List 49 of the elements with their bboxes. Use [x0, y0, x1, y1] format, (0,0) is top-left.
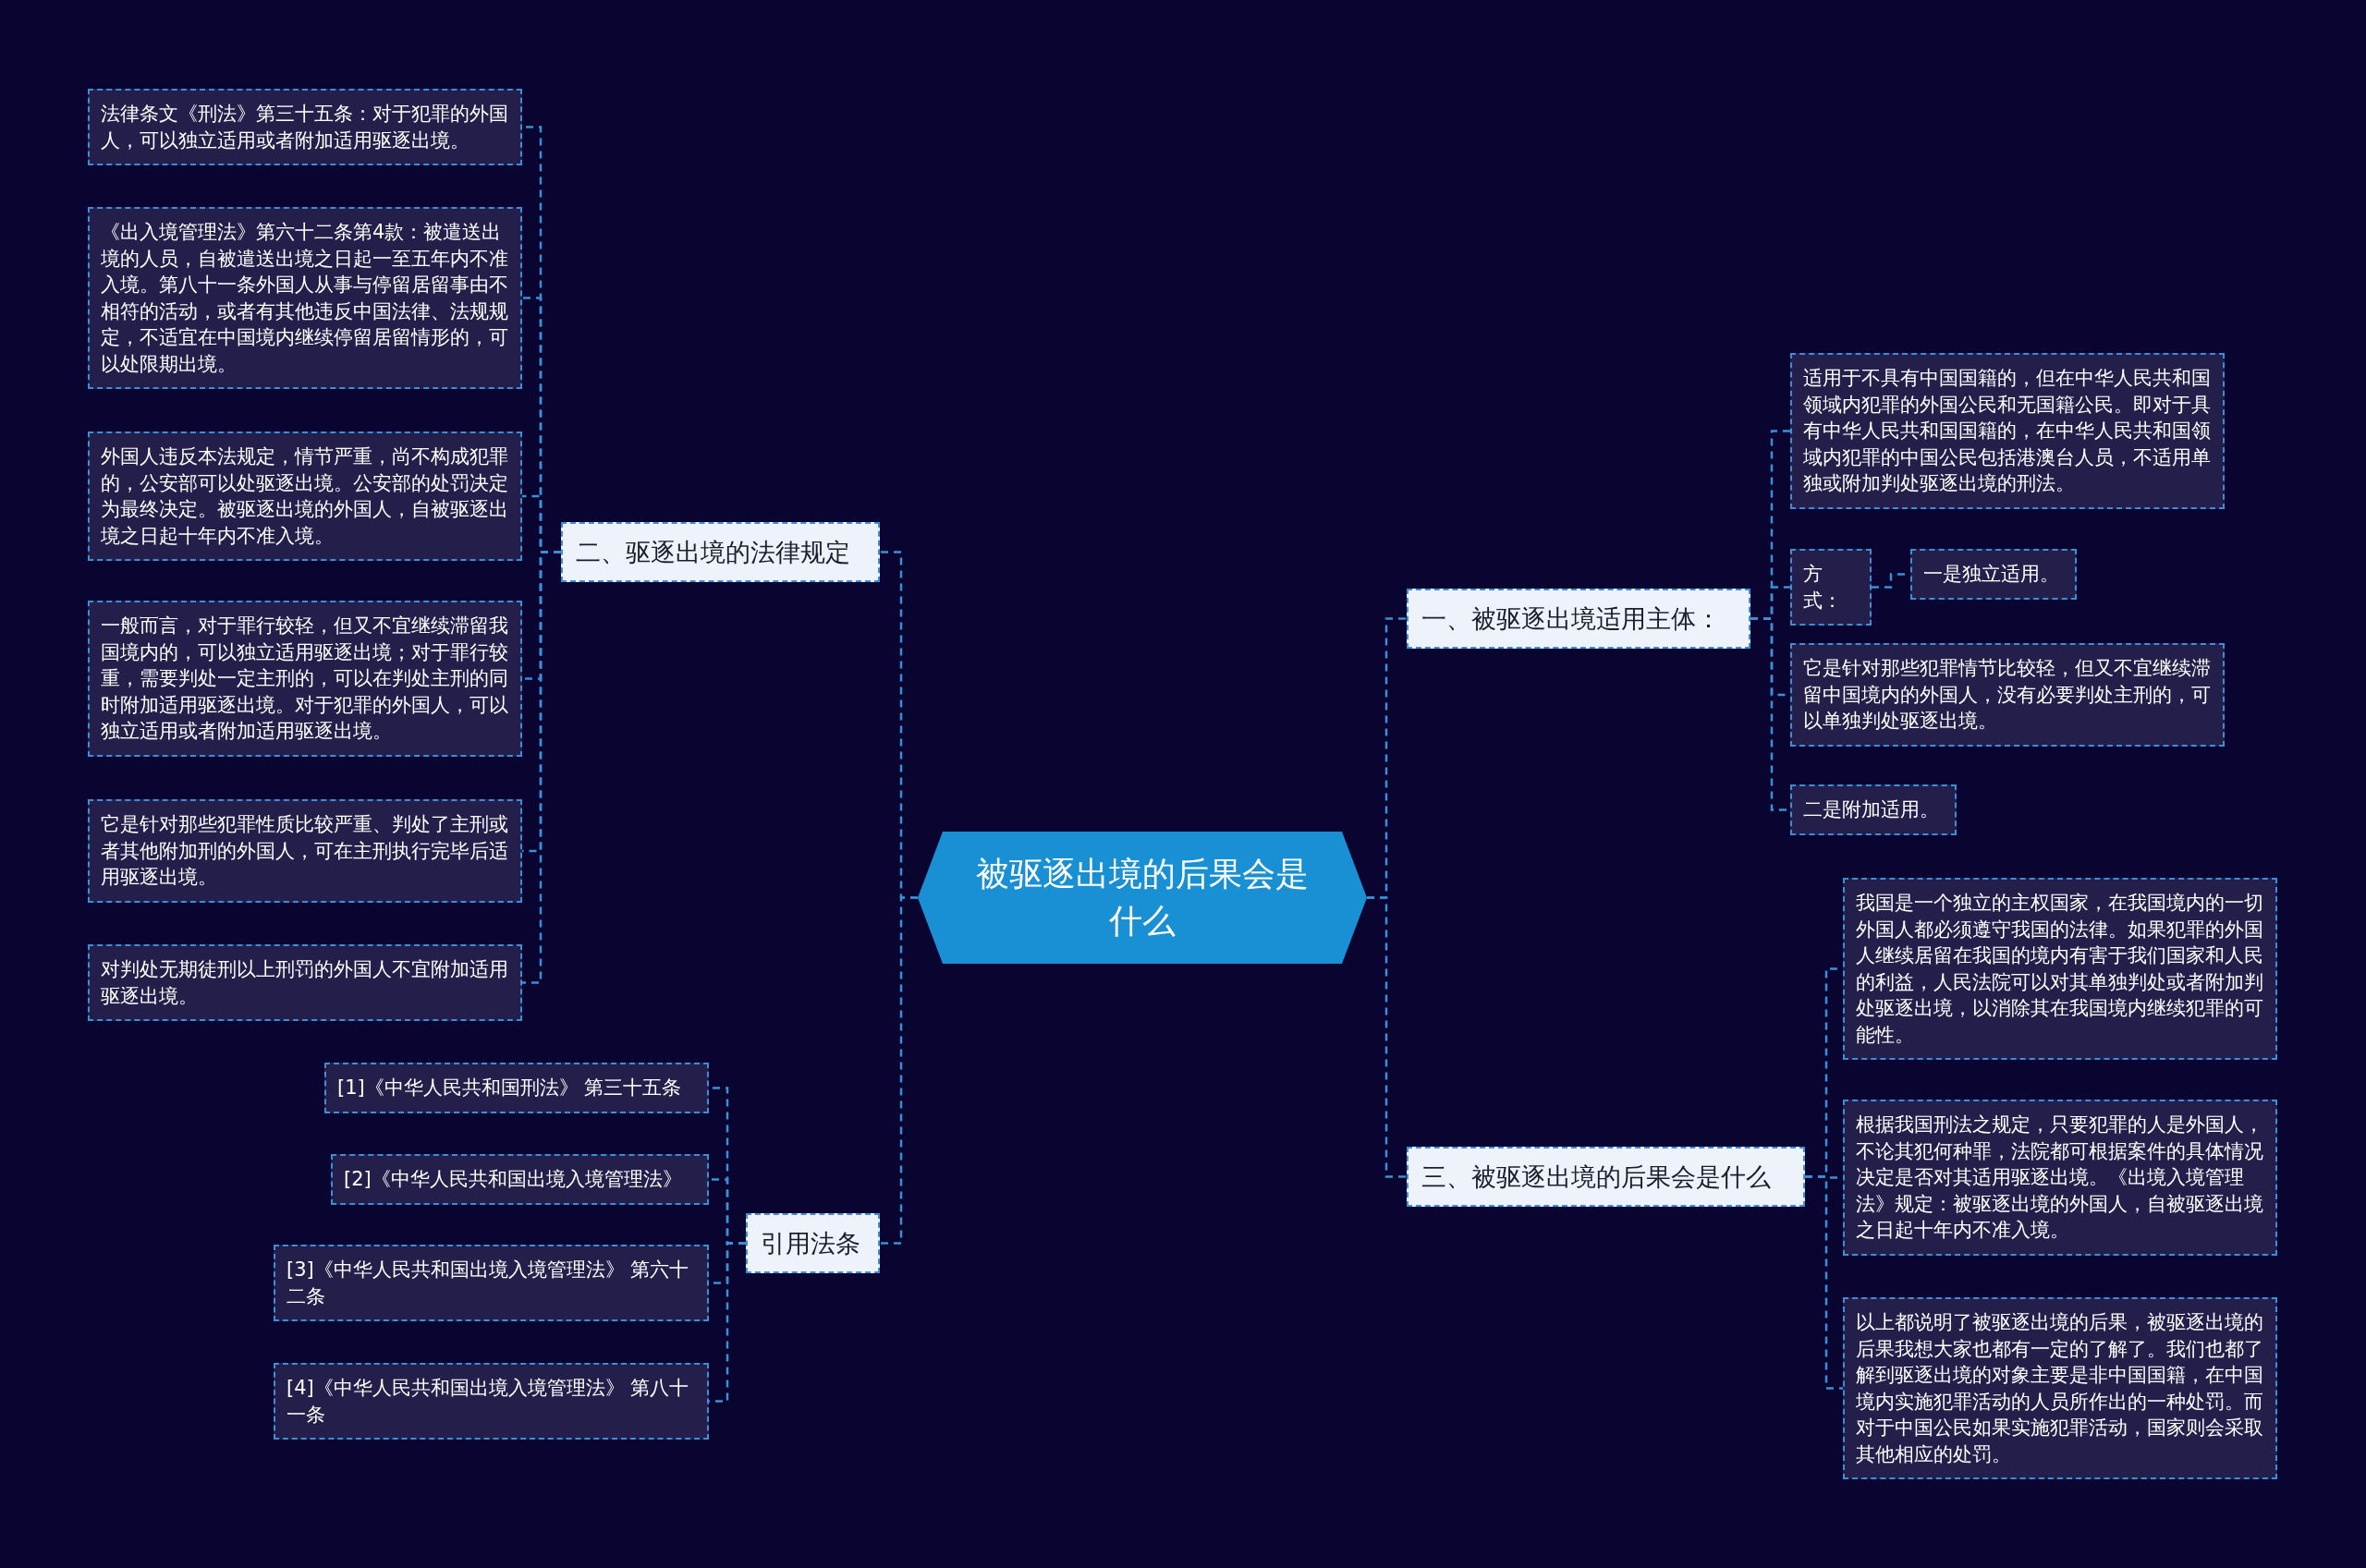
- note-text: [2]《中华人民共和国出境入境管理法》: [344, 1167, 683, 1192]
- note-box: [274, 1245, 709, 1322]
- note-text: 二是附加适用。: [1803, 797, 1940, 822]
- branch-topic-text: 一、被驱逐出境适用主体：: [1421, 603, 1722, 635]
- connector-line: [1805, 1175, 1843, 1390]
- branch-topic-box: [746, 1213, 880, 1274]
- branch-topic-text: 二、驱逐出境的法律规定: [576, 537, 851, 568]
- note-box: [1790, 353, 2225, 509]
- note-text: 它是针对那些犯罪情节比较轻，但又不宜继续滞留中国境内的外国人，没有必要判处主刑的，可以单独判处驱逐出境。: [1803, 656, 2212, 735]
- connector-line: [1367, 896, 1407, 1178]
- note-box: [88, 944, 522, 1022]
- note-box: [1790, 643, 2225, 747]
- note-text: 一般而言，对于罪行较轻，但又不宜继续滞留我国境内的，可以独立适用驱逐出境；对于罪行较重，需要判处一定主刑的，可以在判处主刑的同时附加适用驱逐出境。对于犯罪的外国人，可以独立适用或者附加适用驱逐出境。: [101, 614, 509, 745]
- note-text: [4]《中华人民共和国出境入境管理法》 第八十一条: [287, 1376, 690, 1428]
- note-box: [88, 89, 522, 166]
- note-box: [1790, 784, 1957, 835]
- central-topic-text: 被驱逐出境的后果会是什么: [975, 854, 1310, 942]
- note-text: 对判处无期徒刑以上刑罚的外国人不宜附加适用驱逐出境。: [101, 957, 509, 1009]
- central-topic: [918, 832, 1367, 964]
- note-box: [1843, 1297, 2277, 1480]
- note-box: [88, 799, 522, 903]
- note-text: 以上都说明了被驱逐出境的后果，被驱逐出境的后果我想大家也都有一定的了解了。我们也都了解到驱逐出境的对象主要是非中国国籍，在中国境内实施犯罪活动的人员所作出的一种处罚。而对于中国公民如果实施犯罪活动，国家则会采取其他相应的处罚。: [1856, 1310, 2264, 1467]
- branch-topic-text: 引用法条: [761, 1228, 861, 1259]
- note-box: [1910, 549, 2077, 600]
- note-text: 外国人违反本法规定，情节严重，尚不构成犯罪的，公安部可以处驱逐出境。公安部的处罚决定为最终决定。被驱逐出境的外国人，自被驱逐出境之日起十年内不准入境。: [101, 444, 509, 549]
- note-text: 方式：: [1803, 562, 1843, 614]
- note-box: [274, 1363, 709, 1440]
- note-box: [1843, 1100, 2277, 1256]
- connector-line: [880, 896, 918, 1245]
- note-text: 根据我国刑法之规定，只要犯罪的人是外国人，不论其犯何种罪，法院都可根据案件的具体情况决定是否对其适用驱逐出境。《出境入境管理法》规定：被驱逐出境的外国人，自被驱逐出境之日起十年内不准入境。: [1856, 1112, 2264, 1244]
- note-box: [1843, 878, 2277, 1061]
- note-text: 法律条文《刑法》第三十五条：对于犯罪的外国人，可以独立适用或者附加适用驱逐出境。: [101, 102, 509, 153]
- note-box: [331, 1154, 709, 1205]
- note-text: 《出入境管理法》第六十二条第4款：被遣送出境的人员，自被遣送出境之日起一至五年内不准入境。第八十一条外国人从事与停留居留事由不相符的活动，或者有其他违反中国法律、法规规定，不适宜在中国境内继续停留居留情形的，可以处限期出境。: [101, 220, 509, 377]
- branch-topic-text: 三、被驱逐出境的后果会是什么: [1421, 1161, 1772, 1193]
- note-text: 适用于不具有中国国籍的，但在中华人民共和国领域内犯罪的外国公民和无国籍公民。即对于具有中华人民共和国国籍的，在中华人民共和国领域内犯罪的中国公民包括港澳台人员，不适用单独或附加判处驱逐出境的刑法。: [1803, 366, 2212, 497]
- branch-topic-box: [1407, 1147, 1805, 1208]
- note-text: [1]《中华人民共和国刑法》 第三十五条: [337, 1076, 683, 1100]
- note-text: 它是针对那些犯罪性质比较严重、判处了主刑或者其他附加刑的外国人，可在主刑执行完毕后适用驱逐出境。: [101, 812, 509, 891]
- note-text: 我国是一个独立的主权国家，在我国境内的一切外国人都必须遵守我国的法律。如果犯罪的外国人继续居留在我国的境内有害于我们国家和人民的利益，人民法院可以对其单独判处或者附加判处驱逐出境，以消除其在我国境内继续犯罪的可能性。: [1856, 891, 2264, 1048]
- note-box: [88, 601, 522, 757]
- branch-topic-box: [1407, 589, 1750, 650]
- note-box: [88, 207, 522, 390]
- branch-topic-box: [561, 522, 880, 583]
- note-text: 一是独立适用。: [1923, 562, 2060, 587]
- note-text: [3]《中华人民共和国出境入境管理法》 第六十二条: [287, 1258, 690, 1309]
- note-box: [88, 432, 522, 562]
- note-box: [1790, 549, 1872, 626]
- note-box: [324, 1063, 709, 1113]
